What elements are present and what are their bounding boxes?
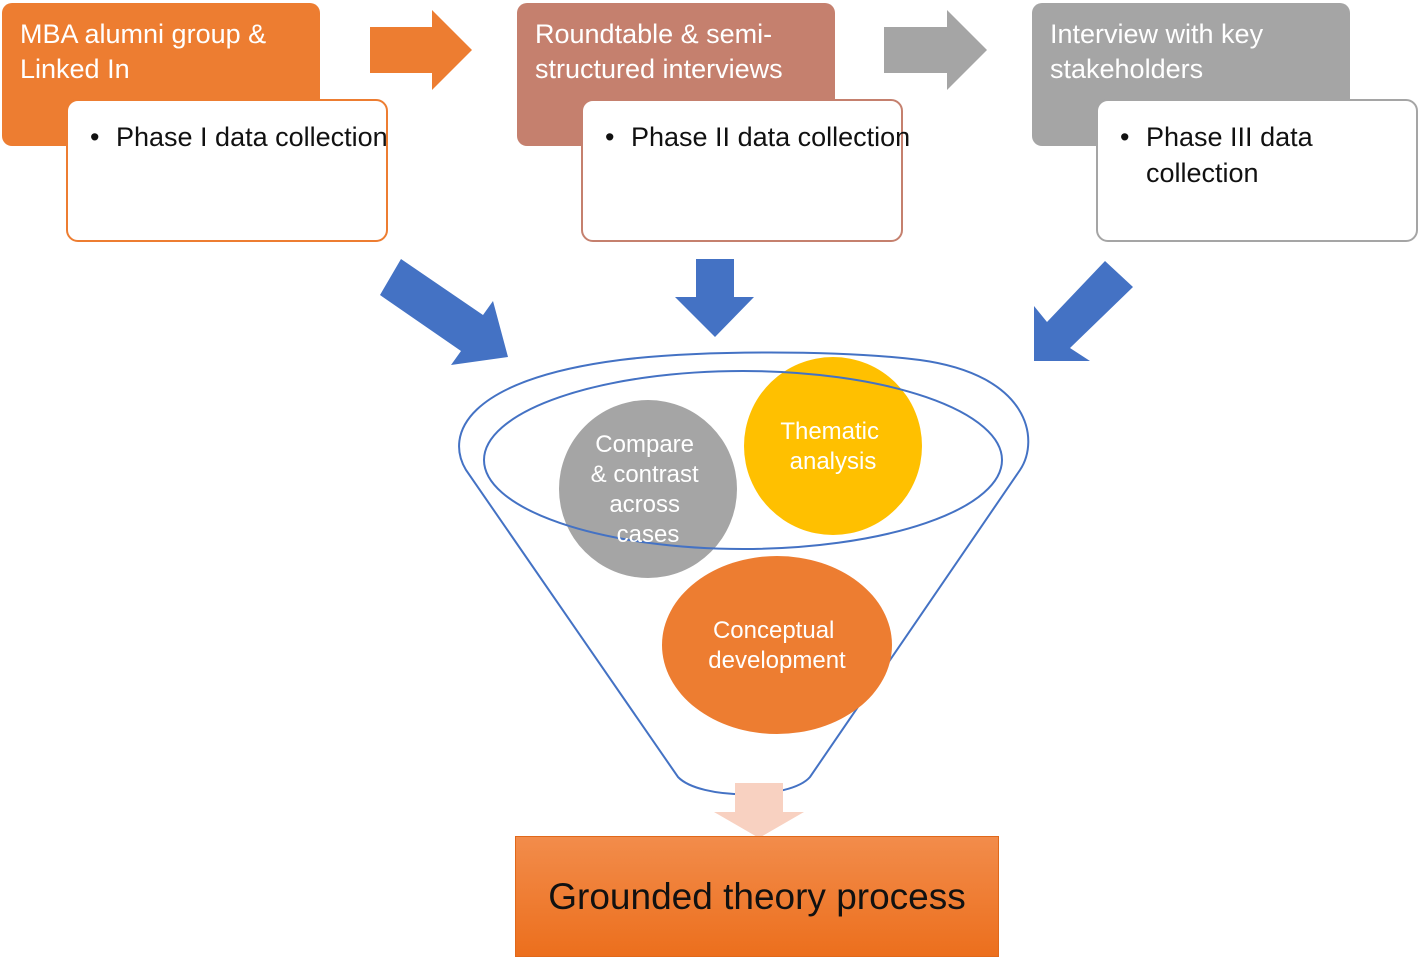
output-arrow-icon bbox=[714, 783, 804, 838]
arrow-down-left-icon bbox=[1034, 261, 1133, 361]
arrow-down-icon bbox=[675, 259, 754, 337]
arrow-right-icon bbox=[884, 10, 987, 90]
funnel-outline bbox=[458, 351, 1030, 796]
phase-2-bullet: Phase II data collection bbox=[605, 119, 911, 155]
phase-2-box: Phase II data collection bbox=[581, 99, 910, 242]
phase-3-bullet: Phase III data collection bbox=[1120, 119, 1425, 191]
funnel-rim bbox=[483, 370, 1003, 550]
thematic-label: Thematic analysis bbox=[780, 418, 885, 475]
phase-1-bullet: Phase I data collection bbox=[90, 119, 396, 155]
compare-contrast-circle bbox=[559, 400, 737, 578]
phase-1-box: Phase I data collection bbox=[66, 99, 388, 242]
arrow-right-icon bbox=[370, 10, 472, 90]
arrow-down-right-icon bbox=[380, 259, 508, 365]
conceptual-development-circle bbox=[662, 556, 892, 734]
grounded-theory-result: Grounded theory process bbox=[515, 836, 999, 957]
phase-3-box: Phase III data collection bbox=[1096, 99, 1418, 242]
compare-label: Compare & contrast across cases bbox=[591, 431, 706, 548]
conceptual-label: Conceptual development bbox=[708, 617, 846, 674]
thematic-analysis-circle bbox=[744, 357, 922, 535]
